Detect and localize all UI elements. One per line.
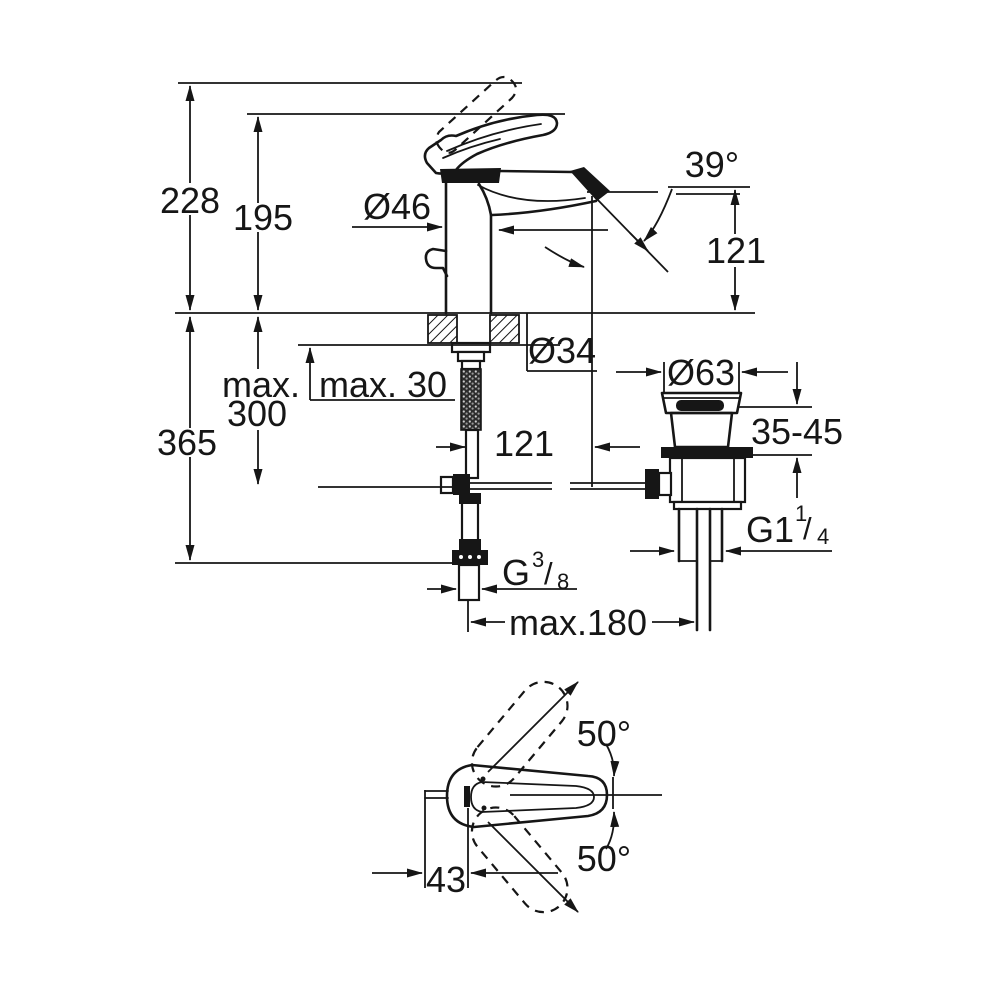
extension-lines bbox=[175, 82, 812, 888]
dim-swing-up: 50° bbox=[577, 713, 631, 754]
threaded-shank bbox=[460, 368, 482, 431]
waste-rod-socket bbox=[657, 471, 673, 497]
dim-rod-span: max.180 bbox=[509, 602, 647, 643]
handle-lever-detail2 bbox=[442, 138, 501, 159]
dim-spout-height: 121 bbox=[706, 230, 766, 271]
spout-outlet-face bbox=[570, 167, 610, 201]
dim-deck-thickness: max. 30 bbox=[319, 364, 447, 405]
handle-pivot-mark bbox=[464, 786, 470, 807]
hose-band-bottom bbox=[459, 539, 481, 550]
waste-flange bbox=[660, 391, 743, 415]
mounting-nut-3 bbox=[460, 359, 482, 371]
supply-thread-num: 3 bbox=[532, 547, 544, 572]
horizontal-popup-rod bbox=[470, 482, 648, 490]
hose-nut-dot bbox=[459, 555, 463, 559]
mounting-nut-2 bbox=[456, 350, 486, 363]
dim-flange-diameter: Ø63 bbox=[667, 352, 735, 393]
supply-thread-den: 8 bbox=[557, 569, 569, 594]
dim-swing-down: 50° bbox=[577, 838, 631, 879]
hose-end-pipe bbox=[457, 563, 481, 602]
dim-body-diameter: Ø46 bbox=[363, 186, 431, 227]
spout-inner-curve bbox=[477, 184, 586, 202]
dim-waste-deck-range: 35-45 bbox=[751, 411, 843, 452]
waste-pipe bbox=[677, 507, 724, 632]
spout-underside bbox=[490, 199, 598, 217]
handle-dot bbox=[481, 805, 487, 811]
dim-pullrod-max-line2: 300 bbox=[227, 393, 287, 434]
hose-nut-dot bbox=[468, 555, 472, 559]
waste-plug-cap bbox=[676, 400, 724, 411]
waste-thread-g: G1 bbox=[746, 509, 794, 550]
dim-hose-drop: 365 bbox=[157, 422, 217, 463]
rod-clevis-block bbox=[453, 474, 470, 495]
waste-rod-knob bbox=[645, 469, 659, 499]
dim-supply-thread: G 3 / 8 bbox=[502, 547, 569, 594]
handle-top-view bbox=[424, 680, 662, 914]
swing-down-line bbox=[487, 821, 579, 913]
popup-rod-knob bbox=[424, 247, 449, 278]
swing-down-arc bbox=[605, 811, 620, 850]
supply-thread-slash: / bbox=[544, 556, 553, 591]
handle-raised-dashed-outline bbox=[435, 75, 518, 154]
swing-up-arc bbox=[605, 743, 620, 777]
dim-height-to-spout: 195 bbox=[233, 197, 293, 238]
handle-top-outline bbox=[445, 763, 609, 829]
dim-pullrod-max-line1: max. bbox=[222, 364, 300, 405]
dim-pivot-offset: 43 bbox=[426, 859, 466, 900]
deck-hatch-left bbox=[427, 314, 458, 344]
handle-lever-detail bbox=[446, 123, 542, 152]
dim-spout-reach: 121 bbox=[494, 423, 554, 464]
dim-height-total: 228 bbox=[160, 180, 220, 221]
waste-seal-ring bbox=[661, 447, 753, 458]
hose-band-top bbox=[459, 493, 481, 504]
handle-lever-outline bbox=[423, 113, 559, 175]
swing-up-line bbox=[487, 681, 579, 773]
waste-thread-num: 1 bbox=[795, 501, 807, 526]
waste-thread-slash: / bbox=[803, 511, 812, 546]
handle-swing-up-dashed bbox=[470, 680, 569, 788]
rod-clevis bbox=[439, 475, 455, 495]
waste-body-bottom bbox=[672, 500, 743, 511]
pull-rod-lower bbox=[464, 428, 480, 480]
waste-neck bbox=[669, 411, 734, 449]
handle-swing-down-dashed bbox=[470, 806, 569, 914]
waste-thread-den: 4 bbox=[817, 524, 829, 549]
dim-spout-angle: 39° bbox=[685, 144, 739, 185]
hose-nut-dot bbox=[477, 555, 481, 559]
dim-shank-diameter: Ø34 bbox=[528, 330, 596, 371]
handle-dot bbox=[480, 776, 486, 782]
popup-waste-view bbox=[645, 391, 753, 632]
dimension-lines bbox=[185, 85, 832, 878]
dim-waste-thread: G1 1 / 4 bbox=[746, 501, 829, 550]
handle-top-inner bbox=[470, 781, 595, 813]
supply-thread-g: G bbox=[502, 552, 530, 593]
deck-hatch-right bbox=[489, 314, 520, 344]
body-cap bbox=[440, 168, 501, 183]
spout-top-edge bbox=[497, 169, 574, 174]
